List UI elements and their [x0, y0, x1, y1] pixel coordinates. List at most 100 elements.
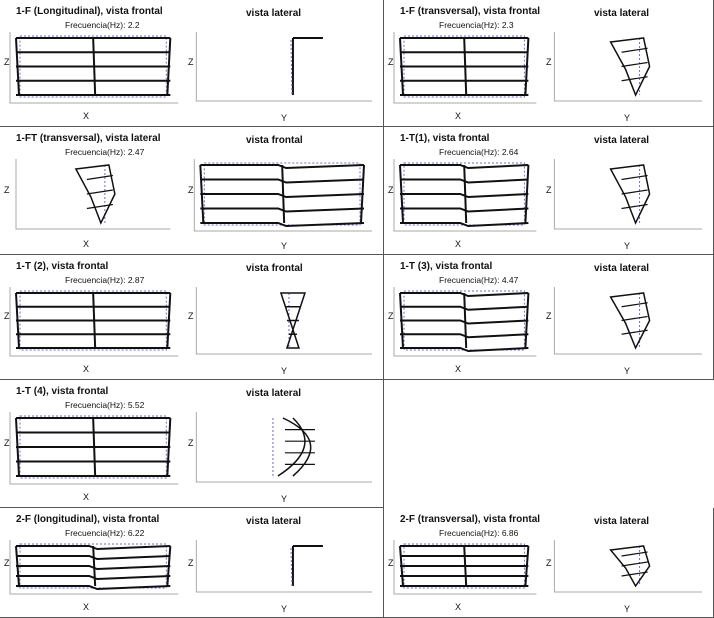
mode-frequency: Frecuencia(Hz): 2.2 — [65, 20, 140, 30]
axis-z-label: Z — [388, 558, 394, 568]
frequency-label: Frecuencia(Hz): — [439, 275, 502, 285]
axis-z-label: Z — [188, 311, 194, 321]
mode-drawing — [15, 159, 372, 232]
mode-frequency: Frecuencia(Hz): 6.22 — [65, 528, 144, 538]
mode-frequency: Frecuencia(Hz): 2.47 — [65, 147, 144, 157]
axis-z-label: Z — [4, 558, 10, 568]
frequency-value: 2.47 — [127, 147, 145, 157]
axis-z-label: Z — [388, 57, 394, 67]
axis-x-label: X — [83, 492, 90, 502]
mode-drawing — [9, 32, 372, 104]
frequency-value: 6.22 — [127, 528, 145, 538]
axis-y-label: Y — [624, 241, 631, 251]
axis-y-label: Y — [281, 366, 288, 376]
second-view-title: vista lateral — [246, 388, 302, 399]
axis-z-label: Z — [4, 185, 10, 195]
mode-drawing — [393, 287, 702, 357]
mode-drawing — [393, 540, 702, 595]
axis-x-label: X — [83, 239, 90, 249]
front-frame-drawing — [193, 159, 372, 232]
axis-z-label: Z — [546, 57, 552, 67]
second-view-title: vista frontal — [246, 135, 303, 146]
mode-drawing — [9, 287, 372, 357]
lateral-frame-drawing — [553, 32, 702, 102]
front-frame-drawing — [9, 32, 179, 104]
second-view-title: vista lateral — [594, 516, 650, 527]
frequency-value: 2.3 — [501, 20, 514, 30]
frequency-value: 5.52 — [127, 400, 145, 410]
mode-drawing — [9, 412, 372, 485]
axis-z-label: Z — [388, 185, 394, 195]
front-frame-drawing — [393, 32, 537, 104]
frequency-value: 2.2 — [127, 20, 140, 30]
axis-z-label: Z — [188, 185, 194, 195]
mode-title: 1-F (Longitudinal), vista frontal — [16, 6, 163, 17]
mode-frequency: Frecuencia(Hz): 2.64 — [439, 147, 518, 157]
axis-y-label: Y — [281, 113, 288, 123]
axis-x-label: X — [455, 239, 462, 249]
lateral-frame-drawing — [553, 159, 702, 230]
mode-title: 1-T (3), vista frontal — [400, 261, 493, 272]
front-frame-drawing — [393, 540, 537, 595]
mode-drawing — [9, 540, 372, 595]
front-frame-drawing — [9, 412, 179, 485]
mode-title: 2-F (longitudinal), vista frontal — [16, 514, 160, 525]
axis-x-label: X — [83, 364, 90, 374]
axis-x-label: X — [83, 111, 90, 121]
frequency-label: Frecuencia(Hz): — [439, 147, 502, 157]
axis-z-label: Z — [4, 438, 10, 448]
mode-frequency: Frecuencia(Hz): 5.52 — [65, 400, 144, 410]
frequency-label: Frecuencia(Hz): — [65, 20, 128, 30]
lateral-frame-drawing — [15, 159, 171, 230]
frequency-label: Frecuencia(Hz): — [439, 20, 502, 30]
frequency-value: 4.47 — [501, 275, 519, 285]
second-view-title: vista frontal — [246, 263, 303, 274]
second-view-title: vista lateral — [246, 516, 302, 527]
axis-y-label: Y — [281, 494, 288, 504]
axis-z-label: Z — [546, 558, 552, 568]
axis-x-label: X — [455, 111, 462, 121]
axis-y-label: Y — [624, 604, 631, 614]
mode-frequency: Frecuencia(Hz): 2.3 — [439, 20, 514, 30]
mode-drawing — [393, 159, 702, 232]
second-view-title: vista lateral — [246, 8, 302, 19]
frequency-label: Frecuencia(Hz): — [65, 528, 128, 538]
frequency-value: 2.87 — [127, 275, 145, 285]
mode-title: 1-T(1), vista frontal — [400, 133, 490, 144]
second-view-title: vista lateral — [594, 8, 650, 19]
frequency-label: Frecuencia(Hz): — [439, 528, 502, 538]
axis-z-label: Z — [188, 558, 194, 568]
lateral-frame-drawing — [195, 287, 372, 355]
frequency-value: 2.64 — [501, 147, 519, 157]
mode-title: 1-FT (transversal), vista lateral — [16, 133, 161, 144]
lateral-frame-drawing — [195, 540, 372, 593]
mode-title: 1-T (2), vista frontal — [16, 261, 109, 272]
lateral-frame-drawing — [553, 287, 702, 355]
axis-z-label: Z — [546, 311, 552, 321]
frequency-value: 6.86 — [501, 528, 519, 538]
axis-z-label: Z — [188, 57, 194, 67]
mode-title: 1-T (4), vista frontal — [16, 386, 109, 397]
axis-y-label: Y — [624, 366, 631, 376]
frequency-label: Frecuencia(Hz): — [65, 400, 128, 410]
front-frame-drawing — [9, 287, 179, 357]
mode-frequency: Frecuencia(Hz): 6.86 — [439, 528, 518, 538]
axis-z-label: Z — [4, 57, 10, 67]
front-frame-drawing — [9, 540, 179, 595]
axis-z-label: Z — [188, 438, 194, 448]
mode-frequency: Frecuencia(Hz): 4.47 — [439, 275, 518, 285]
frequency-label: Frecuencia(Hz): — [65, 275, 128, 285]
axis-x-label: X — [455, 602, 462, 612]
mode-title: 1-F (transversal), vista frontal — [400, 6, 541, 17]
front-frame-drawing — [393, 159, 537, 232]
lateral-frame-drawing — [195, 412, 372, 483]
